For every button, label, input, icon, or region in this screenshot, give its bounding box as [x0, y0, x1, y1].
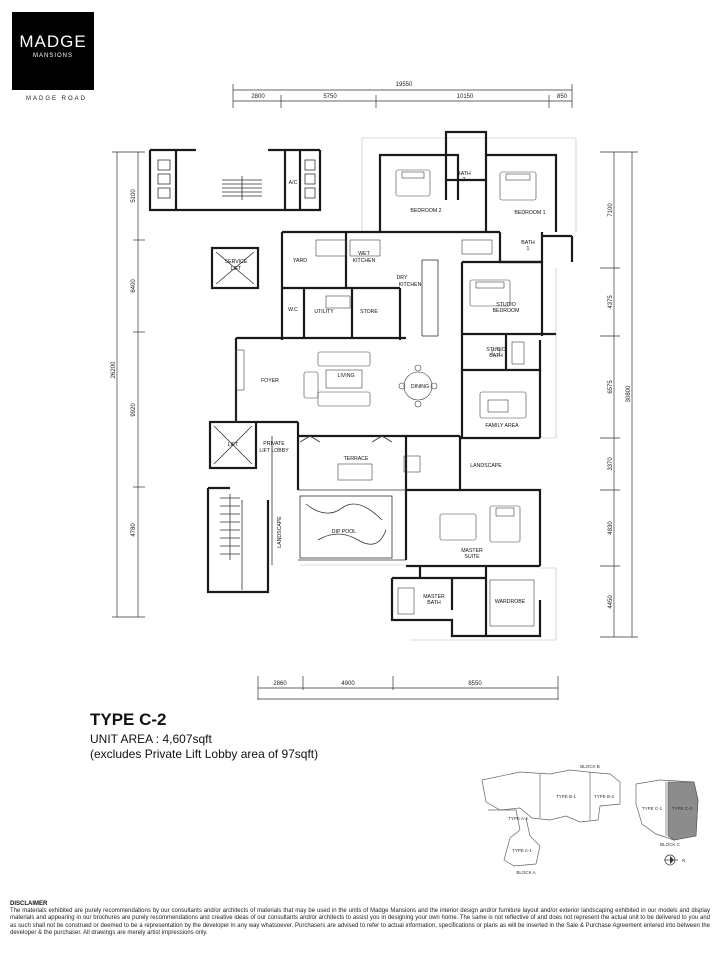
dim-right-3: 6575 — [608, 380, 614, 394]
road-name: MADGE ROAD — [26, 96, 88, 102]
keyplan-type-a2: TYPE A-2 — [508, 816, 528, 821]
label-yard: YARD — [293, 258, 307, 264]
label-studio-bedroom-b: BEDROOM — [493, 308, 520, 314]
label-bedroom-1: BEDROOM 1 — [514, 210, 545, 216]
dim-right-2: 4375 — [608, 295, 614, 309]
label-dry-kitchen-a: DRY — [397, 275, 408, 281]
label-living: LIVING — [337, 373, 354, 379]
dim-bottom-1: 2860 — [273, 681, 287, 687]
dim-right-1: 7100 — [608, 203, 614, 217]
label-private-lift-lobby-b: LIFT LOBBY — [259, 448, 289, 454]
dim-top-2: 5750 — [323, 94, 337, 100]
dim-top-4: 850 — [557, 94, 568, 100]
disclaimer-title: DISCLAIMER — [10, 901, 48, 907]
label-wet-kitchen-b: KITCHEN — [353, 258, 376, 264]
label-ac: A/C — [289, 180, 298, 186]
dim-left-3: 9920 — [131, 403, 137, 417]
dim-right-4: 3370 — [608, 457, 614, 471]
dim-bottom-3: 8550 — [468, 681, 482, 687]
label-master-suite-a: MASTER — [461, 548, 483, 554]
label-bath-1-a: BATH — [521, 240, 535, 246]
keyplan-type-c1: TYPE C-1 — [642, 806, 663, 811]
unit-area-note: (excludes Private Lift Lobby area of 97s… — [90, 747, 319, 761]
label-landscape-right: LANDSCAPE — [470, 463, 502, 469]
label-bath-1-b: 1 — [527, 246, 530, 252]
keyplan-type-b1: TYPE B-1 — [556, 794, 577, 799]
label-wet-kitchen-a: WET — [358, 251, 370, 257]
unit-type-title: TYPE C-2 — [90, 710, 167, 729]
label-studio-bedroom-a: STUDIO — [496, 302, 516, 308]
label-wardrobe: WARDROBE — [495, 599, 526, 605]
label-wc: W.C — [288, 307, 298, 313]
label-family-area: FAMILY AREA — [485, 423, 519, 429]
dim-right-5: 4830 — [608, 521, 614, 535]
label-dip-pool: DIP POOL — [332, 529, 357, 535]
label-service-lift-b: LIFT — [231, 266, 242, 272]
disclaimer-text: The materials exhibited are purely recom… — [10, 908, 710, 936]
brand-name: MADGE — [19, 32, 87, 51]
label-dry-kitchen-b: KITCHEN — [399, 282, 422, 288]
label-bedroom-2: BEDROOM 2 — [410, 208, 441, 214]
keyplan-block-c: BLOCK C — [660, 842, 681, 847]
keyplan-type-a1: TYPE A-1 — [512, 848, 532, 853]
label-studio-bath-a: STUDIO — [486, 347, 506, 353]
unit-area: UNIT AREA : 4,607sqft — [90, 732, 212, 746]
label-dining: DINING — [411, 384, 429, 390]
dim-right-total: 30800 — [626, 385, 632, 402]
label-landscape-left: LANDSCAPE — [277, 516, 283, 548]
label-lift: LIFT — [228, 442, 239, 448]
floor-plan: 19550 2800 5750 10150 850 2860 4900 8550… — [111, 82, 638, 700]
label-store: STORE — [360, 309, 378, 315]
keyplan-type-b2: TYPE B-2 — [594, 794, 615, 799]
dim-top-total: 19550 — [396, 82, 413, 88]
brand-subtitle: MANSIONS — [32, 53, 73, 59]
brand-logo: MADGE MANSIONS — [12, 12, 94, 90]
label-private-lift-lobby-a: PRIVATE — [263, 441, 285, 447]
label-foyer: FOYER — [261, 378, 279, 384]
dim-top-1: 2800 — [251, 94, 265, 100]
north-arrow-icon: N — [664, 854, 685, 866]
dim-left-2: 6400 — [131, 279, 137, 293]
keyplan-block-b: BLOCK B — [580, 764, 600, 769]
label-master-suite-b: SUITE — [464, 554, 480, 560]
label-studio-bath-b: BATH — [489, 353, 503, 359]
label-bath-2-b: 2 — [463, 177, 466, 183]
key-plan: BLOCK B BLOCK C BLOCK A TYPE B-1 TYPE B-… — [481, 764, 699, 875]
label-terrace: TERRACE — [344, 456, 369, 462]
dim-bottom-2: 4900 — [341, 681, 355, 687]
keyplan-type-c2: TYPE C-2 — [672, 806, 693, 811]
keyplan-highlight-type-c2 — [667, 781, 699, 841]
label-master-bath-a: MASTER — [423, 594, 445, 600]
label-service-lift-a: SERVICE — [225, 259, 248, 265]
label-bath-2-a: BATH — [457, 171, 471, 177]
dim-top-3: 10150 — [457, 94, 474, 100]
dim-right-6: 4450 — [608, 595, 614, 609]
dim-left-1: 5100 — [131, 189, 137, 203]
north-label: N — [682, 858, 685, 863]
keyplan-block-a: BLOCK A — [516, 870, 535, 875]
dim-left-4: 4780 — [131, 523, 137, 537]
label-utility: UTILITY — [314, 309, 334, 315]
dim-left-total: 26200 — [111, 361, 117, 378]
label-master-bath-b: BATH — [427, 600, 441, 606]
